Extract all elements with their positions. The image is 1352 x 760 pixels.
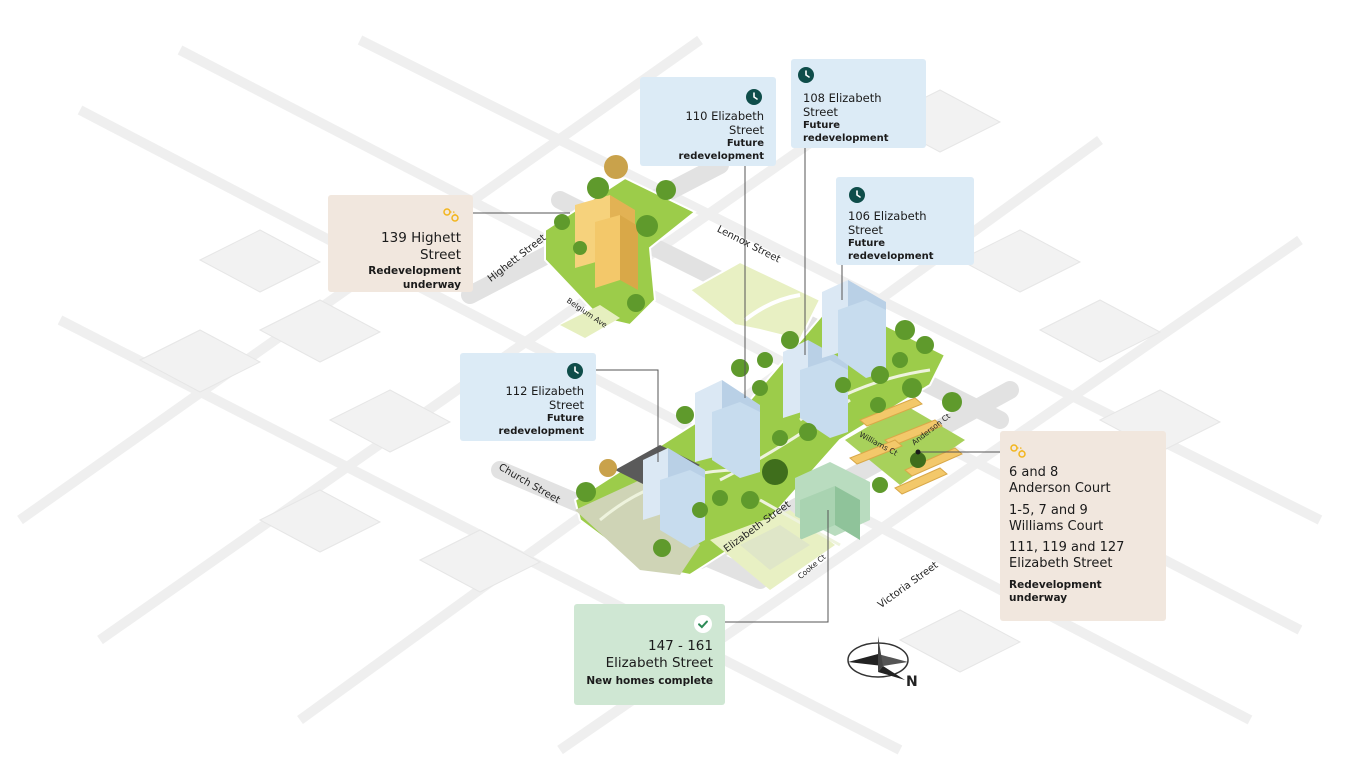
callout-status: Future redevelopment xyxy=(678,138,764,162)
building-147-161 xyxy=(795,462,870,540)
callout-line2: Anderson Court xyxy=(1009,481,1111,496)
callout-status: New homes complete xyxy=(586,675,713,687)
callout-112-elizabeth[interactable]: 112 Elizabeth Street Future redevelopmen… xyxy=(460,353,596,441)
callout-address: 139 Highett Street xyxy=(381,230,461,263)
callout-status-line2: underway xyxy=(402,279,461,291)
callout-address: 108 Elizabeth Street xyxy=(803,91,882,119)
leader-lines xyxy=(473,148,1000,623)
compass-label: N xyxy=(906,674,918,690)
callout-address: 106 Elizabeth Street xyxy=(848,209,927,237)
callout-status: Redevelopment underway xyxy=(1009,579,1102,604)
clock-icon xyxy=(849,187,865,203)
callout-anderson-williams[interactable]: 6 and 8 Anderson Court 1-5, 7 and 9 Will… xyxy=(1000,431,1166,621)
townhouses-anderson-williams xyxy=(849,397,963,495)
route-icon xyxy=(443,208,459,222)
callout-address: 110 Elizabeth Street xyxy=(685,109,764,137)
trees xyxy=(576,320,962,557)
route-icon xyxy=(1010,444,1026,458)
compass-icon xyxy=(847,636,909,680)
callout-line3: 1-5, 7 and 9 xyxy=(1009,503,1088,518)
elizabeth-estate xyxy=(573,280,965,590)
tower-108 xyxy=(783,340,848,438)
callout-line4: Williams Court xyxy=(1009,519,1104,534)
callout-108-elizabeth[interactable]: 108 Elizabeth Street Future redevelopmen… xyxy=(791,59,926,148)
callout-status: Future redevelopment xyxy=(848,238,934,262)
callout-147-161-elizabeth[interactable]: 147 - 161 Elizabeth Street New homes com… xyxy=(574,604,725,705)
callout-106-elizabeth[interactable]: 106 Elizabeth Street Future redevelopmen… xyxy=(836,177,974,265)
callout-status: Future redevelopment xyxy=(803,120,889,144)
check-circle-icon xyxy=(694,615,712,633)
tower-106 xyxy=(822,280,886,378)
tower-110 xyxy=(695,380,760,478)
callout-139-highett[interactable]: 139 Highett Street Redevelopment underwa… xyxy=(328,195,473,292)
callout-110-elizabeth[interactable]: 110 Elizabeth Street Future redevelopmen… xyxy=(640,77,776,166)
callout-line6: Elizabeth Street xyxy=(1009,556,1113,571)
clock-icon xyxy=(746,89,762,105)
callout-address: 112 Elizabeth Street xyxy=(505,384,584,412)
callout-line2: Elizabeth Street xyxy=(605,655,713,671)
highett-site xyxy=(544,155,697,338)
callout-line5: 111, 119 and 127 xyxy=(1009,540,1125,555)
callout-line1: 6 and 8 xyxy=(1009,465,1059,480)
clock-icon xyxy=(798,67,814,83)
callout-status: Future redevelopment xyxy=(498,413,584,437)
clock-icon xyxy=(567,363,583,379)
callout-line1: 147 - 161 xyxy=(648,638,713,654)
callout-status-line1: Redevelopment xyxy=(368,265,461,277)
